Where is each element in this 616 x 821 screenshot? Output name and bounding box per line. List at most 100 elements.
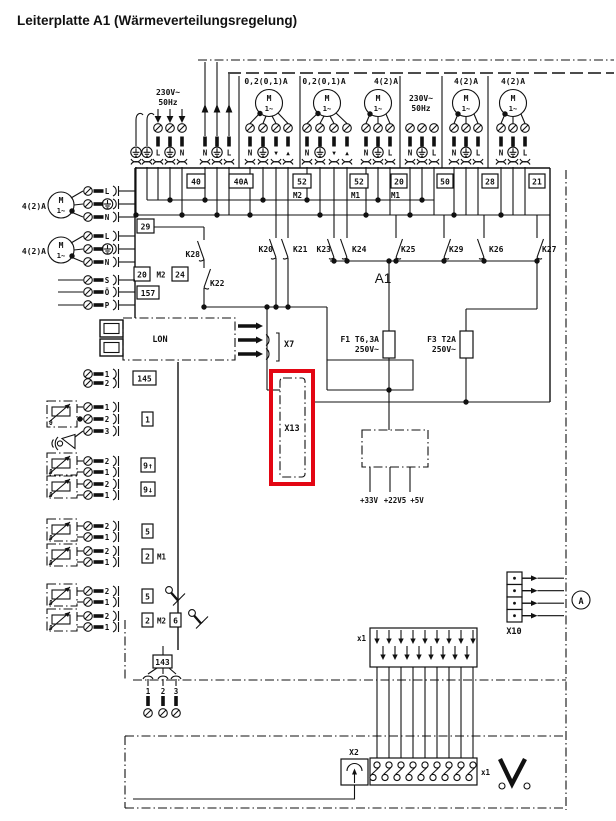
relay-k24: K24 bbox=[339, 238, 367, 261]
sensor-group-6: ϑ 2 1 5 bbox=[46, 583, 187, 608]
svg-text:S: S bbox=[105, 276, 110, 285]
radio-clock-icon bbox=[51, 430, 84, 451]
plug-143: 143 bbox=[155, 658, 170, 667]
relay-k21: K21 bbox=[280, 238, 308, 307]
svg-text:1~: 1~ bbox=[323, 105, 331, 113]
svg-text:K26: K26 bbox=[489, 245, 504, 254]
svg-text:ϑ: ϑ bbox=[49, 492, 53, 499]
svg-text:N: N bbox=[305, 149, 310, 158]
svg-text:2: 2 bbox=[105, 587, 110, 596]
svg-text:L: L bbox=[227, 149, 232, 158]
relay-k29: K29 bbox=[443, 215, 464, 261]
svg-text:1: 1 bbox=[105, 533, 110, 542]
svg-text:1~: 1~ bbox=[374, 105, 382, 113]
x1-top-connector: x1 bbox=[357, 627, 478, 668]
x13-connector: X13 bbox=[279, 377, 306, 478]
svg-text:4(2)A: 4(2)A bbox=[22, 202, 46, 211]
power-supply: +33V +22V5 +5V bbox=[360, 429, 429, 505]
motor-5: 4(2)A M1~ N L bbox=[495, 77, 531, 215]
plug-24: 24 bbox=[175, 271, 185, 280]
x7-label: X7 bbox=[284, 340, 294, 350]
plug-1: 1 bbox=[145, 416, 150, 425]
svg-text:L: L bbox=[523, 149, 528, 158]
motor-rating: 4(2)A bbox=[454, 77, 478, 86]
plug-52-m2: 52 bbox=[297, 178, 307, 187]
svg-text:▼: ▼ bbox=[332, 150, 336, 157]
svg-text:▲: ▲ bbox=[345, 150, 349, 157]
motor-rating: 0,2(0,1)A bbox=[244, 77, 288, 86]
board-boundaries bbox=[124, 59, 614, 810]
svg-text:M: M bbox=[325, 94, 330, 103]
svg-text:K25: K25 bbox=[401, 245, 416, 254]
plug-20-m1: 20 bbox=[394, 178, 404, 187]
top-motors: 0,2(0,1)A M1~ N ▼ ▲ 0,2(0,1)A M1~ N ▼ ▲ … bbox=[244, 77, 531, 238]
svg-text:L: L bbox=[156, 149, 161, 158]
plug-40a: 40A bbox=[234, 178, 249, 187]
x1-bottom-connector: x1 bbox=[369, 757, 491, 786]
earth-terminal bbox=[141, 112, 155, 200]
svg-text:L: L bbox=[105, 187, 110, 196]
svg-text:F3 T2A: F3 T2A bbox=[427, 335, 456, 344]
svg-text:L: L bbox=[476, 149, 481, 158]
svg-text:50Hz: 50Hz bbox=[411, 104, 430, 113]
x13-label: X13 bbox=[284, 424, 299, 434]
svg-text:N: N bbox=[408, 149, 413, 158]
svg-text:K27: K27 bbox=[542, 245, 557, 254]
svg-text:▼: ▼ bbox=[274, 150, 278, 157]
sensor-group-5: ϑ 2 1 2 M1 bbox=[46, 543, 167, 568]
relay-k23: K23 bbox=[317, 238, 335, 261]
svg-text:M2: M2 bbox=[156, 271, 165, 280]
svg-text:N: N bbox=[105, 258, 110, 267]
brand-logo bbox=[498, 757, 531, 790]
plug-28: 28 bbox=[485, 178, 495, 187]
svg-text:2: 2 bbox=[105, 457, 110, 466]
svg-text:N: N bbox=[248, 149, 253, 158]
svg-text:ϑ: ϑ bbox=[49, 420, 53, 427]
svg-text:▲: ▲ bbox=[286, 150, 290, 157]
svg-text:K22: K22 bbox=[210, 279, 225, 288]
svg-text:N: N bbox=[105, 213, 110, 222]
motor-4: 4(2)A M1~ N L bbox=[448, 77, 484, 215]
svg-text:M1: M1 bbox=[351, 191, 361, 200]
relay-k28: K28 bbox=[154, 226, 205, 262]
svg-text:K23: K23 bbox=[317, 245, 332, 254]
svg-text:K29: K29 bbox=[449, 245, 464, 254]
relay-k25: K25 bbox=[395, 215, 416, 261]
plug-52-m1: 52 bbox=[354, 178, 364, 187]
relay-k26: K26 bbox=[476, 215, 504, 261]
left-motor-2: 4(2)A M1~ L N bbox=[22, 230, 135, 268]
section-a-label: A bbox=[578, 597, 583, 607]
top-terminals: 230V~ 50Hz L N N L bbox=[130, 88, 235, 215]
plug-5a: 5 bbox=[145, 528, 150, 537]
svg-text:3: 3 bbox=[105, 427, 110, 436]
svg-text:2: 2 bbox=[161, 687, 166, 696]
plug-157: 157 bbox=[141, 289, 156, 298]
x7-connector: X7 bbox=[238, 322, 294, 362]
v33-label: +33V bbox=[360, 496, 379, 505]
sensor-group-1: ϑ 1 2 3 1 bbox=[46, 400, 154, 451]
highlight-box bbox=[269, 369, 315, 486]
svg-text:N: N bbox=[203, 149, 208, 158]
x2-connector: X2 bbox=[133, 748, 369, 800]
svg-text:P: P bbox=[105, 301, 110, 310]
svg-text:N: N bbox=[364, 149, 369, 158]
sensor-group-7: ϑ 2 1 2 M2 6 bbox=[46, 608, 210, 633]
plug-9-up: 9↑ bbox=[143, 462, 153, 471]
svg-text:M: M bbox=[464, 94, 469, 103]
svg-text:K28: K28 bbox=[186, 250, 201, 259]
svg-text:ϑ: ϑ bbox=[49, 469, 53, 476]
plug-29: 29 bbox=[141, 223, 151, 232]
svg-text:K24: K24 bbox=[352, 245, 367, 254]
svg-text:1: 1 bbox=[105, 558, 110, 567]
lon-module: LON bbox=[99, 317, 236, 361]
x1-top-label: x1 bbox=[357, 634, 367, 643]
left-motor-1: 4(2)A M1~ L N bbox=[22, 185, 135, 223]
svg-text:2: 2 bbox=[105, 415, 110, 424]
x1-bottom-label: x1 bbox=[481, 768, 491, 777]
out-pe-terminal bbox=[211, 104, 223, 215]
svg-text:1~: 1~ bbox=[265, 105, 273, 113]
